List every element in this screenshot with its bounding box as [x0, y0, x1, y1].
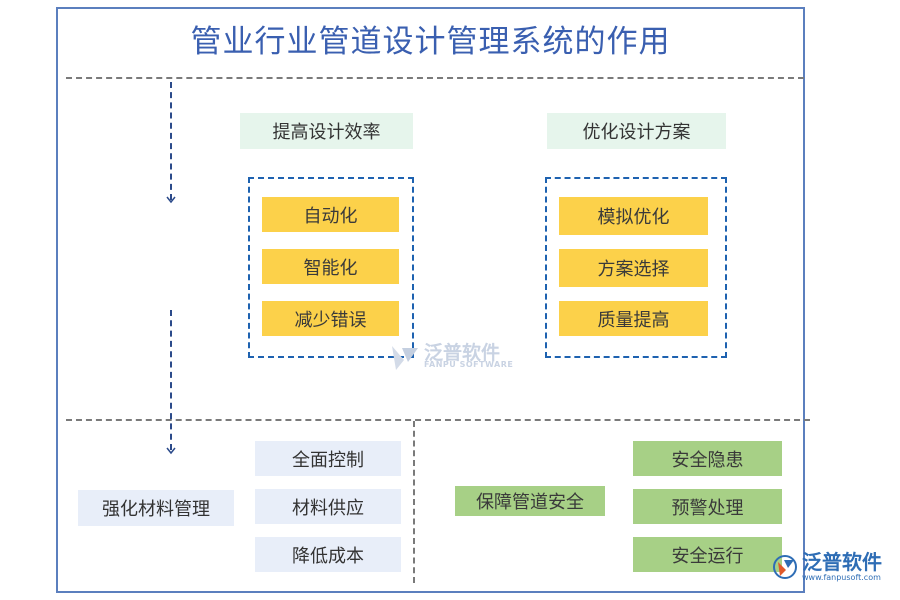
fanpu-logo-icon	[392, 346, 418, 370]
logo-url: www.fanpusoft.com	[802, 573, 881, 582]
logo-brand: 泛普软件	[802, 550, 882, 574]
item-plan-selection: 方案选择	[559, 249, 708, 287]
arrow-1-line	[170, 82, 172, 200]
item-reduce-cost: 降低成本	[255, 537, 401, 572]
fanpu-logo-icon	[773, 555, 797, 579]
diagram-frame	[56, 7, 805, 593]
middle-divider	[66, 419, 810, 421]
item-simulation: 模拟优化	[559, 197, 708, 235]
item-material-supply: 材料供应	[255, 489, 401, 524]
header-optimize-design: 优化设计方案	[547, 113, 726, 149]
bottom-vertical-divider	[413, 421, 415, 583]
item-safety-hazard: 安全隐患	[633, 441, 782, 476]
watermark-brand: 泛普软件	[424, 342, 501, 364]
item-warning-handling: 预警处理	[633, 489, 782, 524]
item-intelligence: 智能化	[262, 249, 399, 284]
header-pipeline-safety: 保障管道安全	[455, 486, 605, 516]
item-full-control: 全面控制	[255, 441, 401, 476]
arrow-2-line	[170, 310, 172, 450]
top-divider	[66, 77, 804, 79]
arrow-down-icon	[166, 447, 176, 455]
item-quality-improve: 质量提高	[559, 301, 708, 336]
item-safe-operation: 安全运行	[633, 537, 782, 572]
brand-logo: 泛普软件 www.fanpusoft.com	[772, 551, 882, 583]
arrow-down-icon	[166, 196, 176, 204]
item-automation: 自动化	[262, 197, 399, 232]
item-reduce-errors: 减少错误	[262, 301, 399, 336]
header-improve-efficiency: 提高设计效率	[240, 113, 413, 149]
group-improve-efficiency	[248, 177, 414, 358]
page-title: 管业行业管道设计管理系统的作用	[190, 24, 671, 60]
watermark-sub: FANPU SOFTWARE	[424, 360, 514, 369]
header-material-management: 强化材料管理	[78, 490, 234, 526]
group-optimize-design	[545, 177, 727, 358]
